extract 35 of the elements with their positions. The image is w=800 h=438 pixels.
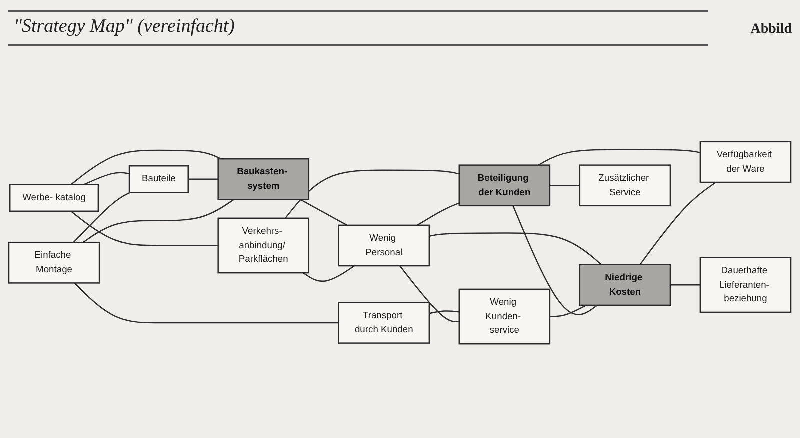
factor-box: Bauteile (128, 165, 189, 194)
connector-line (74, 282, 339, 324)
factor-box: Verfügbarkeit der Ware (700, 141, 792, 184)
factor-box: Werbe- katalog (9, 184, 100, 212)
connector-line (84, 172, 130, 186)
connector-line (284, 170, 460, 219)
connector-line (70, 210, 218, 246)
factor-box: Dauerhafte Lieferanten- beziehung (700, 257, 792, 314)
key-factor-box: Baukasten- system (218, 158, 310, 200)
connector-line (550, 185, 580, 186)
connector-line (670, 284, 700, 286)
connector-line (70, 150, 222, 186)
connector-line (303, 266, 355, 282)
connector-line (73, 192, 131, 244)
key-factor-box: Beteiligung der Kunden (458, 164, 551, 207)
connector-line (417, 202, 460, 226)
factor-box: Verkehrs- anbindung/ Parkflächen (218, 218, 310, 274)
factor-box: Wenig Kunden- service (458, 288, 551, 345)
connector-line (188, 178, 218, 180)
connector-line (399, 266, 460, 322)
connector-line (538, 149, 701, 166)
title: "Strategy Map" (vereinfacht) (14, 16, 236, 38)
connector-line (512, 206, 598, 316)
factor-box: Zusätzlicher Service (579, 164, 672, 207)
connector-line (429, 310, 460, 314)
connector-line (429, 232, 602, 266)
factor-box: Transport durch Kunden (338, 302, 430, 344)
factor-box: Einfache Montage (8, 242, 100, 284)
connector-line (82, 199, 234, 244)
heading-fragment: Abbild (750, 22, 792, 38)
key-factor-box: Niedrige Kosten (579, 264, 672, 306)
connector-line (640, 182, 717, 266)
connector-line (300, 199, 348, 226)
connector-line (550, 304, 587, 318)
factor-box: Wenig Personal (338, 224, 430, 267)
